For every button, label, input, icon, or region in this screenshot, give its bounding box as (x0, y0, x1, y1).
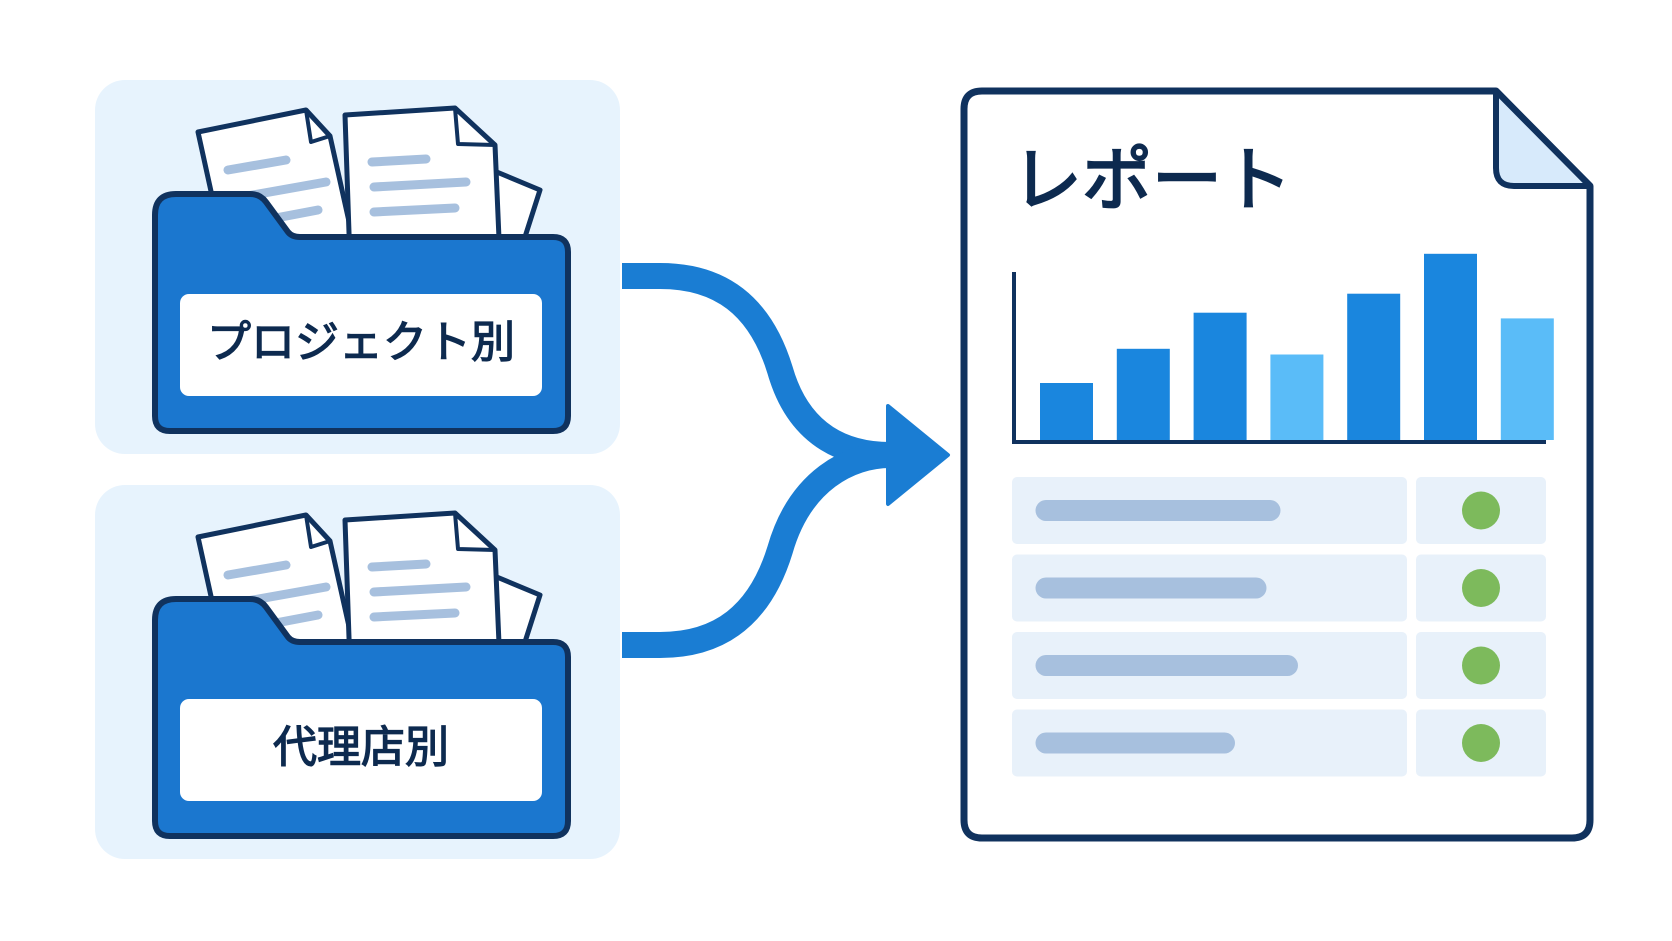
folder-panel-agency: 代理店別 (95, 485, 620, 859)
status-dot-icon (1462, 646, 1500, 685)
table-row (1012, 632, 1546, 699)
chart-bar (1500, 318, 1554, 440)
merge-arrow-icon (622, 263, 950, 658)
table-row (1012, 477, 1546, 544)
folder-label-card (180, 699, 542, 801)
status-dot-icon (1462, 724, 1500, 762)
chart-bar (1040, 383, 1093, 440)
folder-panel-project: プロジェクト別 (95, 80, 620, 454)
folder-icon: 代理店別 (152, 596, 571, 839)
table-row (1012, 709, 1546, 777)
chart-bar (1116, 348, 1170, 440)
folder-icon: プロジェクト別 (152, 191, 571, 434)
folder-label: プロジェクト別 (207, 317, 515, 368)
folder-label: 代理店別 (272, 722, 449, 773)
report-bar-chart (1040, 253, 1554, 440)
chart-bar (1270, 354, 1324, 440)
report-title: レポート (1012, 139, 1292, 221)
folder-label-card (180, 294, 542, 396)
folded-corner-icon (1493, 88, 1593, 189)
chart-bar (1424, 253, 1477, 440)
chart-bar (1347, 293, 1401, 440)
document-icon (342, 510, 503, 670)
table-row (1012, 554, 1546, 622)
chart-bar (1193, 312, 1247, 440)
status-dot-icon (1462, 569, 1500, 607)
report-document: レポート (960, 87, 1594, 842)
report-table (1012, 477, 1546, 777)
status-dot-icon (1462, 491, 1500, 530)
